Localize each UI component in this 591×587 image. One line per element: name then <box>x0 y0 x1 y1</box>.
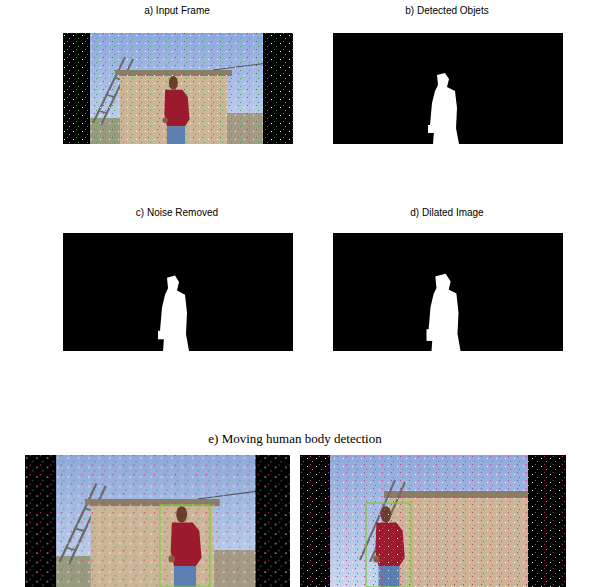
dilated-mask <box>333 233 563 351</box>
panel-title: b) Detected Objets <box>405 5 488 17</box>
input-frame <box>63 33 293 144</box>
panel-title: e) Moving human body detection <box>208 431 381 447</box>
panel-title: c) Noise Removed <box>136 207 218 219</box>
panel-title: a) Input Frame <box>144 5 210 17</box>
detection-frame <box>300 455 566 587</box>
noise-removed-mask <box>63 233 293 351</box>
panel-title: d) Dilated Image <box>410 207 483 219</box>
detection-frame <box>25 455 290 587</box>
detected-mask <box>333 33 563 144</box>
